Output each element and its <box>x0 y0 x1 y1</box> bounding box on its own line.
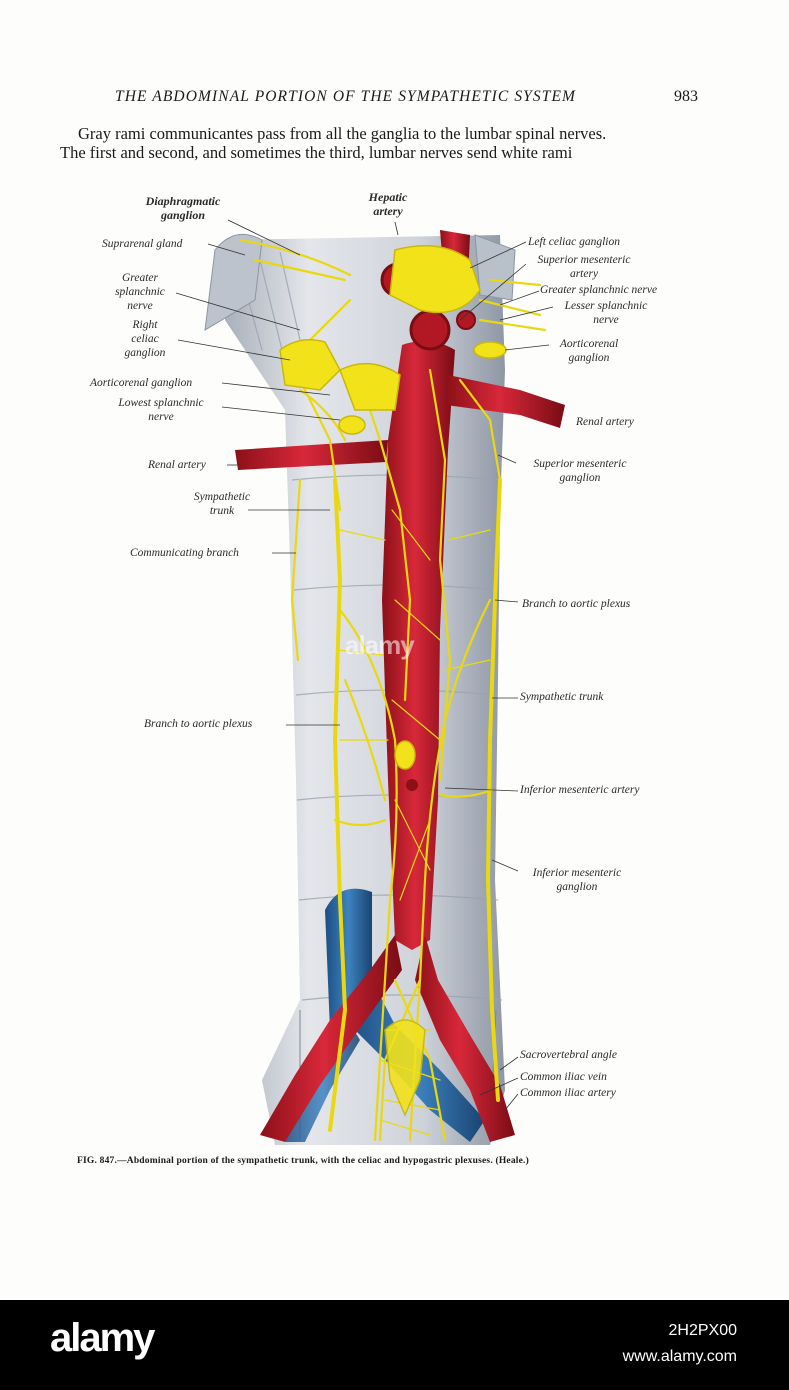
label-sympathetic-trunk-left: Sympathetic trunk <box>193 491 251 517</box>
label-common-iliac-vein: Common iliac vein <box>520 1071 607 1083</box>
leader-lines <box>175 219 554 1111</box>
label-branch-to-aortic-plexus-left: Branch to aortic plexus <box>144 718 253 730</box>
body-line: The first and second, and sometimes the … <box>60 143 573 162</box>
stock-footer: alamy 2H2PX00 www.alamy.com <box>0 1300 789 1390</box>
label-hepatic-artery: Hepatic artery <box>368 190 408 218</box>
label-inferior-mesenteric-artery: Inferior mesenteric artery <box>520 784 640 796</box>
running-head: THE ABDOMINAL PORTION OF THE SYMPATHETIC… <box>115 88 700 110</box>
label-inferior-mesenteric-ganglion: Inferior mesenteric ganglion <box>532 867 622 893</box>
label-renal-artery-right: Renal artery <box>576 416 634 428</box>
label-sympathetic-trunk-right: Sympathetic trunk <box>520 691 604 703</box>
label-greater-splanchnic-nerve-left: Greater splanchnic nerve <box>115 272 165 312</box>
label-aorticorenal-ganglion-right: Aorticorenal ganglion <box>559 338 619 364</box>
superior-mesenteric-artery-cut <box>409 309 451 351</box>
label-aorticorenal-ganglion-left: Aorticorenal ganglion <box>90 377 193 389</box>
watermark-center: alamy <box>345 630 415 660</box>
right-celiac-ganglion <box>279 339 341 391</box>
site-url: www.alamy.com <box>622 1348 737 1365</box>
aorticorenal-ganglion-right <box>338 415 366 435</box>
body-paragraph: Gray rami communicantes pass from all th… <box>60 124 700 162</box>
label-lesser-splanchnic-nerve: Lesser splanchnic nerve <box>564 300 648 326</box>
image-id: 2H2PX00 <box>668 1322 738 1339</box>
renal-artery-right <box>235 440 388 470</box>
label-sacrovertebral-angle: Sacrovertebral angle <box>520 1049 617 1061</box>
label-suprarenal-gland: Suprarenal gland <box>102 238 183 250</box>
renal-artery-left <box>446 375 565 428</box>
page-number: 983 <box>674 88 698 105</box>
label-common-iliac-artery: Common iliac artery <box>520 1087 616 1099</box>
label-superior-mesenteric-artery: Superior mesenteric artery <box>537 254 631 280</box>
ganglia <box>279 245 507 1117</box>
body-line: Gray rami communicantes pass from all th… <box>78 124 607 143</box>
figure-illustration <box>175 219 565 1145</box>
label-left-celiac-ganglion: Left celiac ganglion <box>528 236 620 248</box>
anatomical-figure: Diaphragmatic ganglion Hepatic artery Su… <box>0 180 789 1155</box>
label-communicating-branch: Communicating branch <box>130 547 239 559</box>
book-page: THE ABDOMINAL PORTION OF THE SYMPATHETIC… <box>0 88 789 1166</box>
aorticorenal-ganglion-left <box>473 341 507 359</box>
label-superior-mesenteric-ganglion: Superior mesenteric ganglion <box>533 458 627 484</box>
superior-mesenteric-ganglion <box>339 362 401 411</box>
label-branch-to-aortic-plexus-right: Branch to aortic plexus <box>522 598 631 610</box>
label-greater-splanchnic-nerve-right: Greater splanchnic nerve <box>540 284 658 296</box>
sympathetic-nerves <box>238 238 547 1142</box>
hypogastric-plexus <box>384 1019 426 1117</box>
running-title: THE ABDOMINAL PORTION OF THE SYMPATHETIC… <box>115 88 577 105</box>
inferior-mesenteric-ganglion <box>394 740 416 770</box>
label-right-celiac-ganglion: Right celiac ganglion <box>124 319 166 359</box>
left-celiac-ganglion <box>389 245 481 314</box>
alamy-logo: alamy <box>50 1316 155 1360</box>
label-renal-artery-left: Renal artery <box>148 459 206 471</box>
figure-caption: FIG. 847.—Abdominal portion of the sympa… <box>77 1156 529 1166</box>
inferior-mesenteric-artery-cut <box>406 779 418 791</box>
label-lowest-splanchnic-nerve: Lowest splanchnic nerve <box>118 397 204 423</box>
label-diaphragmatic-ganglion: Diaphragmatic ganglion <box>145 194 221 222</box>
right-crus <box>474 234 516 301</box>
